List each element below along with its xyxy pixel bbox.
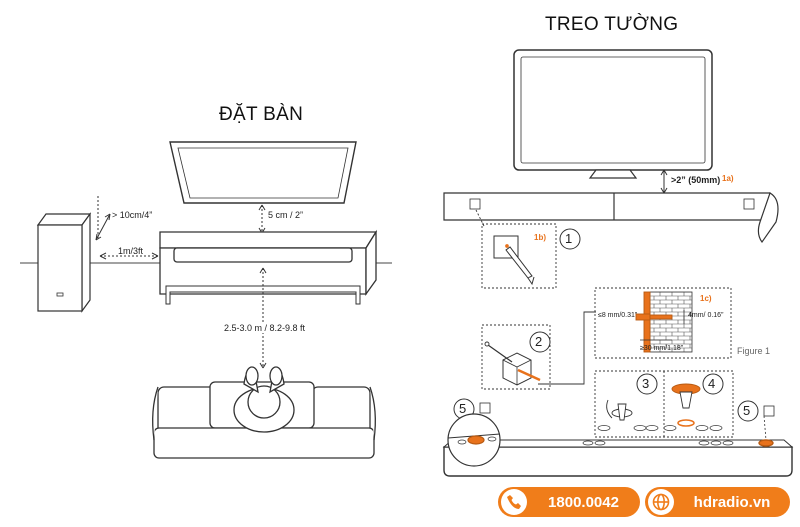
step-badge-4 <box>702 373 724 395</box>
tv-wall <box>513 49 713 179</box>
step-badge-5-right <box>737 400 759 422</box>
step2-detail <box>481 324 551 390</box>
soundbar-table <box>173 247 353 263</box>
wall-section-title: TREO TƯỜNG <box>545 14 679 35</box>
screw-length-label: ≥30 mm/1.18” <box>640 345 684 352</box>
step34-detail <box>594 370 734 438</box>
phone-pill[interactable]: 1800.0042 <box>498 487 640 517</box>
tv-gap-label: 5 cm / 2” <box>268 210 304 220</box>
step1c-detail <box>594 287 732 359</box>
step-1c-label: 1c) <box>700 294 712 303</box>
sub-distance-label: 1m/3ft <box>118 246 144 256</box>
step-badge-3 <box>636 373 658 395</box>
listener <box>233 366 295 433</box>
sub-distance-arrow <box>99 252 159 260</box>
leader-1c <box>538 311 596 385</box>
step-number-4: 4 <box>708 376 716 391</box>
seat-distance-arrow <box>259 267 267 369</box>
soundbar-wall <box>442 439 794 477</box>
tv-console <box>159 229 378 305</box>
hole-depth-label: ≤8 mm/0.31” <box>598 312 638 319</box>
magnifier-detail <box>447 413 501 467</box>
step1-detail <box>475 209 557 289</box>
step-badge-1 <box>559 228 581 250</box>
tv-gap-arrow <box>258 204 266 234</box>
phone-icon <box>501 489 527 515</box>
step-badge-2 <box>529 331 551 353</box>
subwoofer <box>36 212 92 313</box>
sub-gap-arrow <box>95 196 111 241</box>
mounting-template <box>443 192 779 244</box>
step-number-1: 1 <box>565 231 573 246</box>
step-number-5-left: 5 <box>459 401 467 416</box>
website-url[interactable]: hdradio.vn <box>693 493 771 511</box>
seat-distance-label: 2.5-3.0 m / 8.2-9.8 ft <box>222 323 308 333</box>
wall-gap-arrow <box>660 169 668 194</box>
step-number-2: 2 <box>535 334 543 349</box>
step-1b-label: 1b) <box>534 233 546 242</box>
step-number-5-right: 5 <box>743 403 751 418</box>
tv-table <box>169 141 357 204</box>
screw-gap-label: 4mm/ 0.16” <box>688 312 724 319</box>
step-number-3: 3 <box>642 376 650 391</box>
step5-square-left <box>479 402 491 414</box>
step5-square-right <box>763 405 775 417</box>
website-pill[interactable]: hdradio.vn <box>645 487 790 517</box>
figure-caption: Figure 1 <box>737 346 771 356</box>
step-1a-label: 1a) <box>722 174 734 183</box>
phone-number[interactable]: 1800.0042 <box>548 493 619 511</box>
table-section-title: ĐẶT BÀN <box>219 104 304 125</box>
sub-gap-label: > 10cm/4” <box>112 210 153 220</box>
globe-icon <box>648 489 674 515</box>
step5-leader-right <box>763 415 767 441</box>
wall-gap-label: >2” (50mm) <box>671 175 721 185</box>
